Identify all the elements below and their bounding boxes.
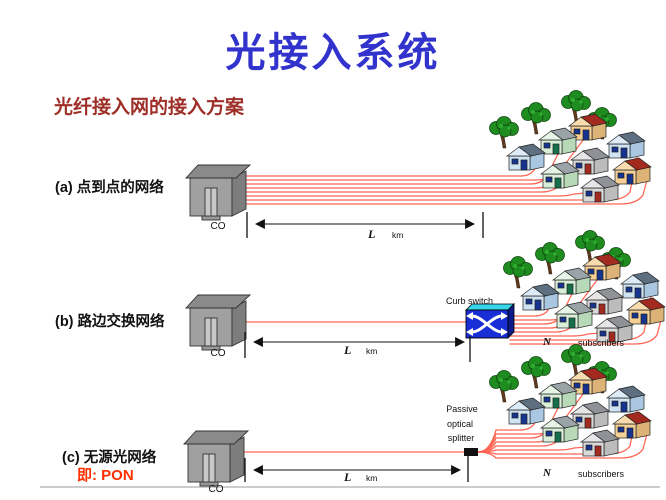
- subscriber-cluster-icon: [490, 345, 652, 459]
- distance-arrow-b: L km: [244, 332, 471, 362]
- distance-arrow-a: L km: [246, 212, 484, 241]
- distance-arrow-c: L km: [244, 456, 469, 484]
- co-label: CO: [209, 484, 224, 495]
- subscriber-count-symbol: N: [542, 336, 552, 348]
- co-building-icon: [185, 294, 251, 351]
- co-label: CO: [211, 348, 226, 359]
- co-building-icon: [183, 430, 249, 487]
- diagram-a-label: (a) 点到点的网络: [55, 178, 164, 196]
- diagram-c: (c) 无源光网络 即: PON Passive optical splitte…: [62, 345, 652, 495]
- subscriber-cluster-icon: [490, 91, 652, 205]
- subscriber-cluster-icon: [504, 231, 666, 345]
- distance-unit: km: [392, 230, 403, 240]
- diagram-b: (b) 路边交换网络 CO Curb switch L km: [55, 231, 666, 362]
- diagram-c-label: (c) 无源光网络: [62, 448, 157, 466]
- svg-text:Passive: Passive: [446, 404, 478, 414]
- distance-symbol: L: [343, 343, 351, 357]
- optical-splitter-icon: [464, 448, 478, 456]
- distance-unit: km: [366, 473, 377, 483]
- curb-switch-label: Curb switch: [446, 296, 493, 306]
- distance-symbol: L: [343, 470, 351, 484]
- fiber-bundle-a: [241, 175, 497, 205]
- slide-subtitle: 光纤接入网的接入方案: [54, 97, 245, 118]
- co-label: CO: [211, 221, 226, 232]
- diagram-b-label: (b) 路边交换网络: [55, 312, 165, 330]
- subscribers-label: subscribers: [578, 338, 625, 348]
- svg-text:splitter: splitter: [448, 433, 475, 443]
- subscriber-count-symbol: N: [542, 467, 552, 479]
- co-building-icon: [185, 164, 251, 221]
- subscribers-label: subscribers: [578, 469, 625, 479]
- svg-text:optical: optical: [447, 419, 473, 429]
- slide-title: 光接入系统: [225, 30, 441, 75]
- distance-symbol: L: [367, 227, 375, 241]
- splitter-label: Passive optical splitter: [446, 404, 478, 443]
- diagram-a: (a) 点到点的网络 CO L km: [55, 91, 652, 241]
- splitter-fan: [477, 429, 497, 459]
- pon-label: 即: PON: [77, 467, 134, 484]
- distance-unit: km: [366, 346, 377, 356]
- curb-switch-icon: [465, 303, 515, 339]
